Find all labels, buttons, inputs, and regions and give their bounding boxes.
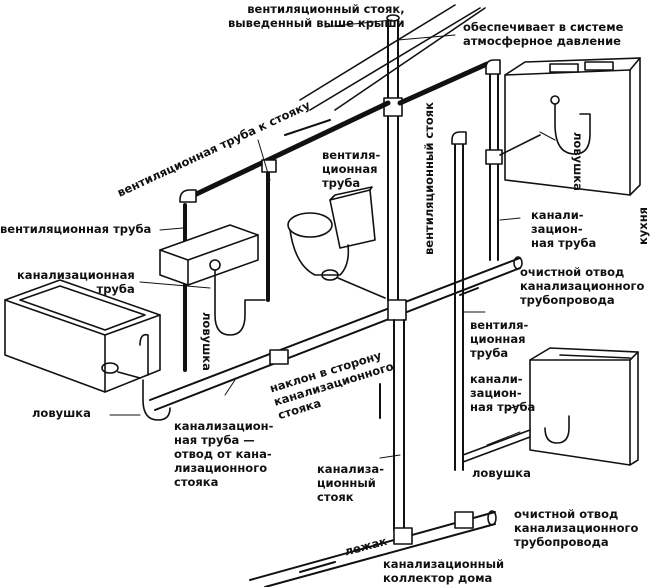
label-sewer-stack: канализа- ционный стояк <box>317 462 384 504</box>
label-vent-stack-roof: вентиляционный стояк, выведенный выше кр… <box>228 2 405 30</box>
kitchen-vent-pipe <box>451 59 503 471</box>
bathtub <box>4 279 171 421</box>
label-vent-pipe-left: вентиляционная труба <box>0 222 152 236</box>
label-cleanout-lower: очистной отвод канализационного трубопро… <box>514 507 639 549</box>
kitchen-cabinet <box>499 57 641 196</box>
vent-pipe-to-stack <box>179 61 490 372</box>
label-vent-pipe-toilet: вентиля- ционная труба <box>322 148 381 190</box>
roof <box>299 4 486 111</box>
label-vent-pipe-right: вентиля- ционная труба <box>470 318 529 360</box>
house-collector-pipe <box>249 510 497 587</box>
leader-lines <box>109 19 556 459</box>
vent-stack-pipe <box>383 14 403 301</box>
label-sewer-pipe-sink: канализационная труба <box>17 268 135 296</box>
label-sewer-branch: канализацион- ная труба — отвод от кана-… <box>174 419 274 489</box>
label-vent-stack: вентиляционный стояк <box>422 102 436 255</box>
label-trap-bath: ловушка <box>32 406 91 420</box>
label-trap-sink: ловушка <box>200 312 214 371</box>
bathroom-sink <box>159 224 266 336</box>
flow-arrows <box>284 119 479 573</box>
label-cleanout-upper: очистной отвод канализационного трубопро… <box>520 265 645 307</box>
label-trap-washer: ловушка <box>472 466 531 480</box>
label-atm-pressure: обеспечивает в системе атмосферное давле… <box>463 20 624 48</box>
washing-machine <box>462 347 639 466</box>
label-trap-kitchen: ловушка <box>571 132 585 191</box>
label-kitchen: кухня <box>636 206 650 245</box>
toilet <box>287 186 386 299</box>
label-house-collector: канализационный коллектор дома <box>383 557 505 585</box>
label-sewer-pipe-kitchen: канали- зацион- ная труба <box>531 208 597 250</box>
label-sewer-pipe-washer: канали- зацион- ная труба <box>470 372 536 414</box>
sewer-stack-pipe <box>393 319 405 531</box>
sewer-branch-pipe <box>149 256 523 411</box>
